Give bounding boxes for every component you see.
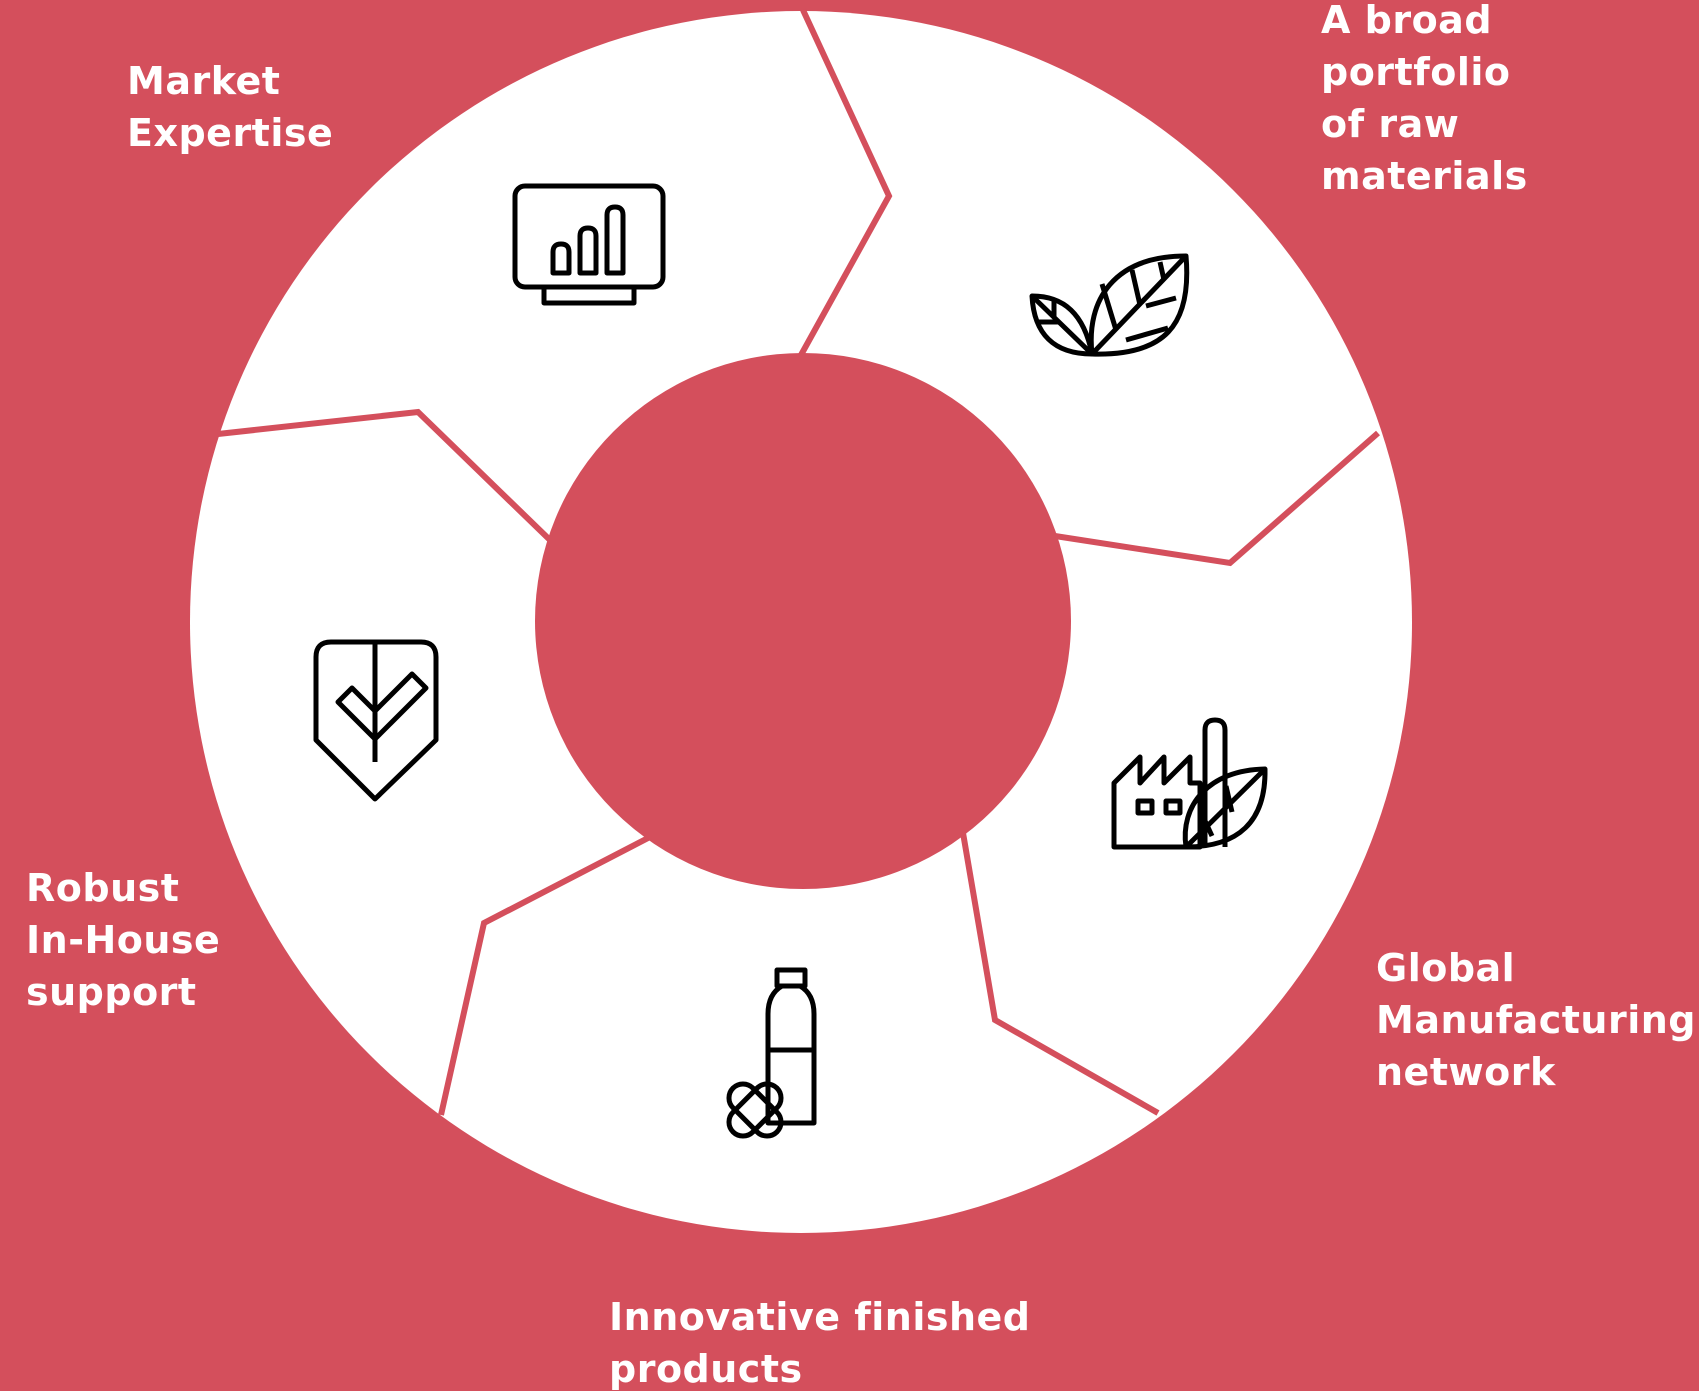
label-line: materials [1321, 154, 1528, 198]
shield-check-icon [313, 639, 439, 802]
inner-circle [535, 353, 1071, 889]
label-line: Robust [26, 866, 180, 910]
label-in-house-support: Robust In-House support [26, 862, 220, 1018]
label-line: network [1376, 1050, 1556, 1094]
leaves-icon [1029, 253, 1190, 357]
separator-bottom-right [959, 826, 1160, 1116]
label-line: support [26, 970, 197, 1014]
label-line: In-House [26, 918, 221, 962]
segment-separators [217, 8, 1380, 1116]
separator-left [217, 408, 554, 544]
bottle-capsule-icon [726, 967, 817, 1139]
separator-right [1054, 430, 1380, 567]
label-line: Global [1376, 946, 1516, 990]
label-line: of raw [1321, 102, 1460, 146]
label-line: products [609, 1347, 803, 1391]
label-line: Innovative finished [609, 1295, 1031, 1339]
label-line: Manufacturing [1376, 998, 1696, 1042]
label-line: A broad [1321, 0, 1493, 42]
separator-top [798, 8, 893, 357]
label-finished-products: Innovative finished products [609, 1291, 1031, 1391]
label-manufacturing: Global Manufacturing network [1376, 942, 1696, 1098]
separator-bottom-left [438, 834, 652, 1116]
label-market-expertise: Market Expertise [127, 55, 333, 159]
label-raw-materials: A broad portfolio of raw materials [1321, 0, 1528, 202]
label-line: Market [127, 59, 281, 103]
factory-leaf-icon [1111, 717, 1268, 850]
label-line: Expertise [127, 111, 334, 155]
label-line: portfolio [1321, 50, 1511, 94]
bar-chart-monitor-icon [512, 183, 666, 306]
